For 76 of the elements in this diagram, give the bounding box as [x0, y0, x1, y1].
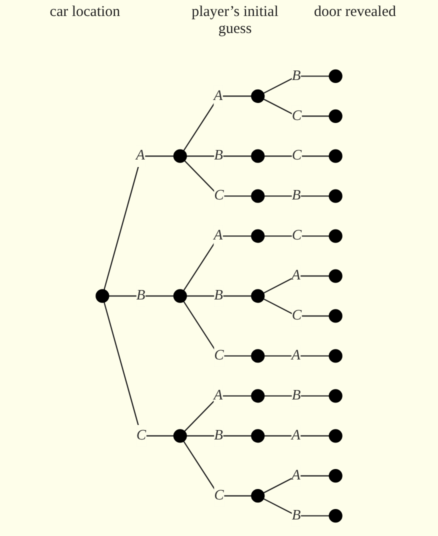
node-circle [173, 429, 187, 443]
connector [263, 475, 330, 494]
column-heading: door revealed [312, 4, 398, 21]
edge-label: B [214, 428, 224, 444]
edge-label: A [291, 348, 300, 364]
node-circle [173, 289, 187, 303]
node-circle [173, 149, 187, 163]
edge-label: B [214, 148, 224, 164]
edge-label: C [136, 428, 146, 444]
node-circle [328, 109, 342, 123]
connector [264, 435, 330, 436]
connector [183, 96, 252, 152]
node-circle [328, 269, 342, 283]
node-circle [328, 189, 342, 203]
edge-label: B [292, 388, 301, 404]
connector [183, 440, 252, 496]
connector [264, 195, 330, 197]
edge-label: A [291, 268, 300, 284]
connector [263, 275, 330, 294]
connector [104, 302, 174, 436]
edge-label: B [214, 288, 224, 304]
node-circle [251, 429, 265, 443]
edge-label: B [292, 68, 301, 84]
edge-label: A [291, 428, 300, 444]
connector [264, 395, 330, 397]
node-circle [328, 309, 342, 323]
edge-label: C [292, 148, 302, 164]
connector [264, 355, 330, 357]
node-circle [328, 509, 342, 523]
connector [186, 435, 252, 436]
edge-label: C [292, 108, 302, 124]
connector [264, 235, 330, 237]
edge-label: A [291, 468, 300, 484]
node-circle [251, 229, 265, 243]
node-circle [328, 69, 342, 83]
node-circle [328, 429, 342, 443]
edge-label: A [214, 388, 223, 404]
edge-label: C [292, 228, 302, 244]
node-circle [328, 149, 342, 163]
edge-label: A [214, 228, 223, 244]
connector [104, 156, 174, 290]
edge-label: C [214, 188, 224, 204]
node-circle [328, 349, 342, 363]
connector [186, 295, 252, 297]
node-circle [328, 229, 342, 243]
node-circle [251, 389, 265, 403]
connector [184, 160, 252, 197]
node-circle [328, 469, 342, 483]
edge-label: A [214, 88, 223, 104]
edge-label: B [292, 508, 301, 524]
node-circle [251, 489, 265, 503]
connector [184, 395, 252, 432]
connector [263, 298, 330, 317]
node-circle [251, 349, 265, 363]
edge-label: B [136, 288, 146, 304]
node-circle [251, 289, 265, 303]
node-circle [251, 149, 265, 163]
node-circle [251, 189, 265, 203]
edge-label: B [292, 188, 301, 204]
node-circle [328, 389, 342, 403]
connector [264, 156, 330, 157]
connector [186, 156, 252, 157]
edge-label: A [136, 148, 145, 164]
node-circle [251, 89, 265, 103]
node-circle [96, 289, 110, 303]
column-heading: car location [48, 4, 122, 21]
connector [183, 301, 252, 357]
connector [183, 235, 252, 291]
edge-label: C [292, 308, 302, 324]
connector [108, 295, 174, 297]
connector [263, 498, 330, 516]
connector [263, 98, 330, 117]
edge-label: C [214, 348, 224, 364]
connector [263, 76, 330, 94]
column-heading: player’s initial guess [190, 4, 280, 38]
edge-label: C [214, 488, 224, 504]
